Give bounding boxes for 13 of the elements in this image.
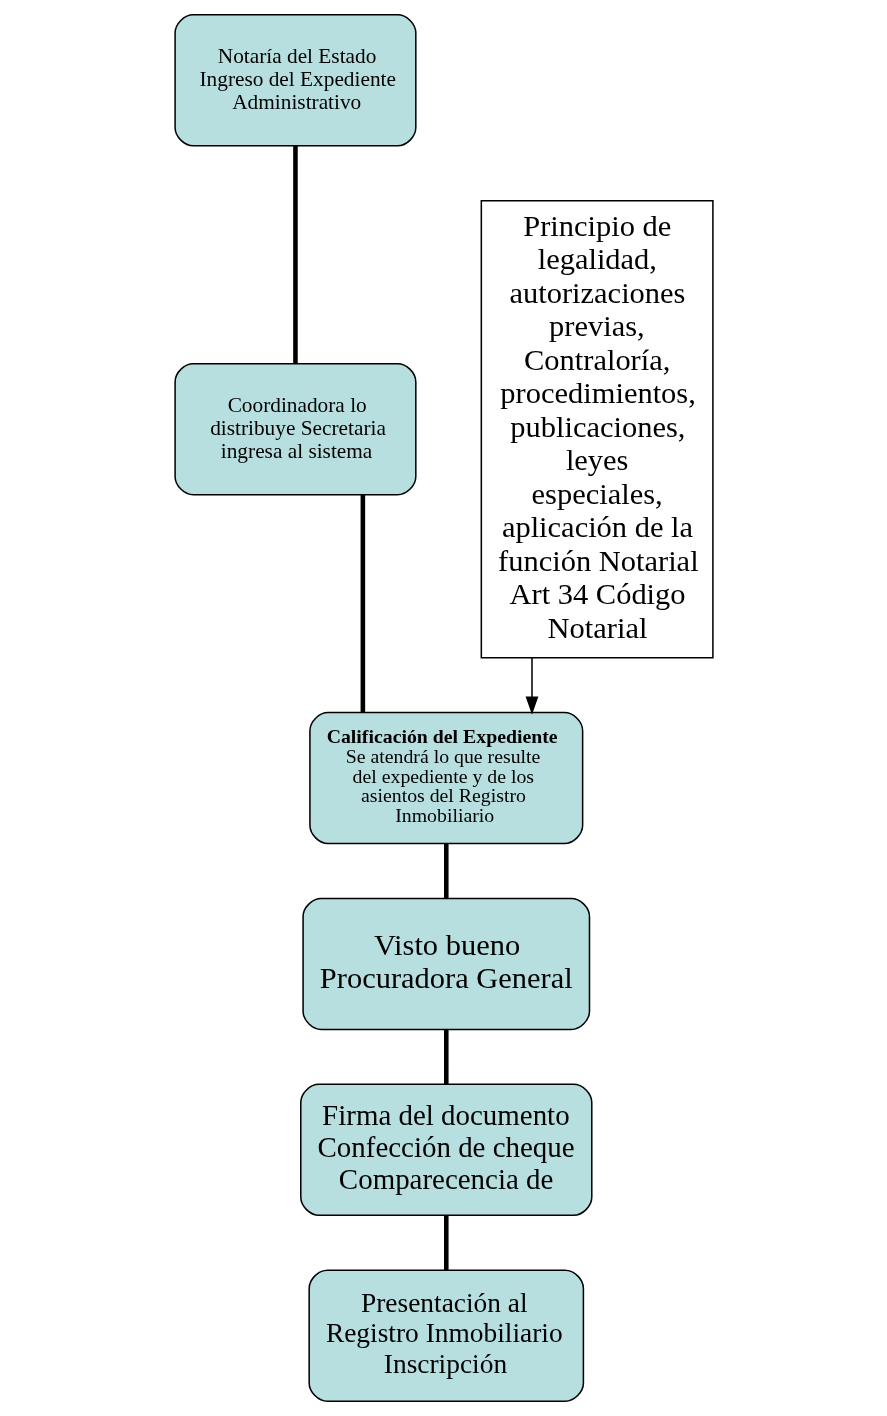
connector bbox=[292, 145, 298, 364]
arrow bbox=[525, 657, 538, 715]
connector bbox=[360, 494, 365, 713]
node-box: Firma del documento Confección de cheque Comparecencia de bbox=[299, 1083, 593, 1217]
node-box: Visto bueno Procuradora General bbox=[301, 897, 590, 1031]
connector bbox=[443, 1029, 449, 1085]
connector bbox=[443, 843, 449, 899]
node-box: Principio de legalidad, autorizaciones previas, Contraloría, procedimientos, publicaciones, leyes especiales, aplicación de la función Notarial Art 34 Código Notarial bbox=[480, 199, 714, 659]
node-box: Presentación al Registro Inmobiliario Inscripción bbox=[307, 1269, 584, 1402]
node-box: Calificación del Expediente Se atendrá lo que resulte del expediente y de los asientos del Registro Inmobiliario bbox=[308, 711, 583, 845]
node-box: Notaría del Estado Ingreso del Expediente Administrativo bbox=[173, 14, 417, 147]
node-box: Coordinadora lo distribuye Secretaria ingresa al sistema bbox=[173, 362, 417, 496]
connector bbox=[443, 1215, 449, 1271]
